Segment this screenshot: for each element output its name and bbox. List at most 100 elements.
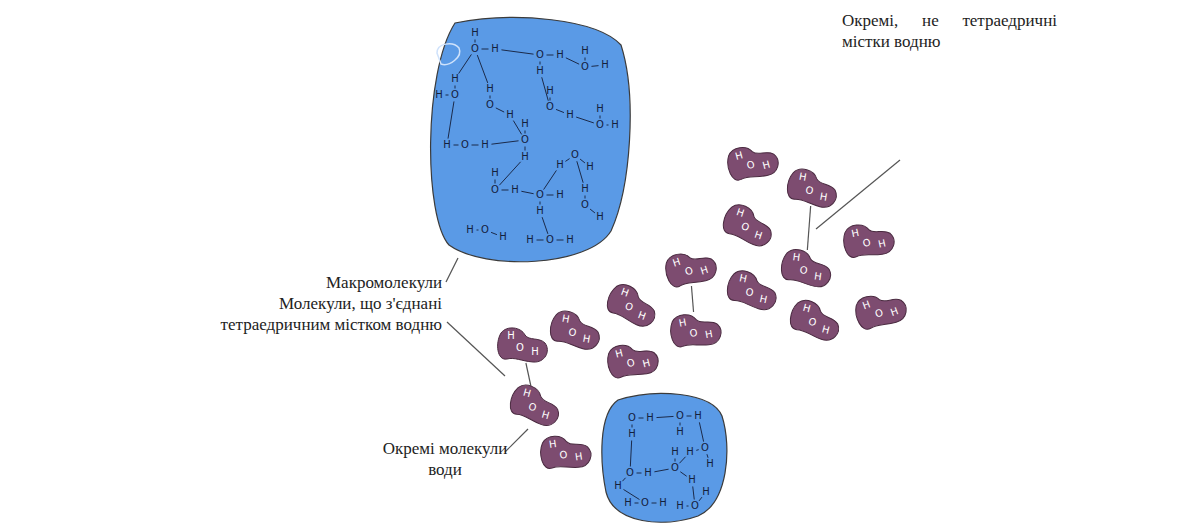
bond-line — [540, 202, 541, 205]
water-molecule: HOH — [495, 325, 549, 365]
atom-symbol: H — [531, 347, 539, 357]
atom-symbol: H — [499, 232, 507, 242]
atom-symbol: O — [516, 343, 524, 353]
atom-symbol: H — [702, 487, 710, 497]
bond-line — [585, 58, 586, 61]
molecule-shape — [724, 139, 781, 185]
caption-label: Окремі, не тетраедричні містки водню — [842, 10, 1057, 52]
molecule-shape — [720, 201, 778, 249]
bond-line — [637, 473, 642, 474]
atom-symbol: O — [536, 50, 544, 60]
atom-symbol: H — [556, 50, 564, 60]
atom-symbol: O — [486, 100, 494, 110]
atom-symbol: H — [676, 501, 684, 511]
atom-symbol: H — [546, 86, 554, 96]
atom-symbol: H — [628, 429, 636, 439]
atom-symbol: H — [624, 498, 632, 508]
bond-line — [501, 50, 533, 54]
atom-symbol: H — [659, 498, 667, 508]
atom-symbol: O — [671, 463, 679, 473]
atom-symbol: O — [862, 238, 872, 249]
atom-symbol: O — [568, 327, 577, 338]
atom-symbol: O — [581, 62, 589, 72]
bond-line — [472, 145, 479, 146]
bond-line — [585, 196, 586, 199]
bond-line — [639, 418, 644, 419]
atom-symbol: H — [644, 468, 652, 478]
atom-symbol: H — [556, 190, 564, 200]
bond-line — [491, 232, 497, 234]
atom-symbol: H — [521, 152, 529, 162]
bond-line — [491, 141, 518, 144]
water-molecule: HOH — [545, 306, 605, 355]
bond-line — [499, 162, 520, 185]
molecule-shape — [787, 297, 844, 343]
bond-line — [654, 469, 668, 472]
atom-symbol: H — [521, 119, 529, 129]
water-molecule: HOH — [721, 265, 782, 315]
atom-symbol: H — [676, 427, 684, 437]
molecule-shape — [548, 309, 603, 351]
atom-symbol: H — [586, 162, 594, 172]
atom-symbol: O — [461, 140, 469, 150]
bond-line — [591, 65, 598, 67]
bond-line — [557, 240, 564, 241]
water-molecule: HOH — [504, 378, 567, 431]
water-molecule: HOH — [782, 164, 842, 213]
bond-line — [656, 416, 673, 417]
bond-line — [513, 121, 521, 135]
bond-line — [576, 117, 594, 123]
atom-symbol: O — [471, 44, 479, 54]
bond-line — [607, 125, 609, 126]
bond-line — [707, 454, 708, 458]
bond-line — [537, 240, 544, 241]
molecule-shape — [662, 244, 720, 292]
atom-symbol: H — [646, 413, 654, 423]
atom-symbol: H — [506, 110, 514, 120]
atom-symbol: O — [546, 235, 554, 245]
bond-line — [525, 131, 526, 134]
hydrogen-bridge — [526, 363, 531, 387]
atom-symbol: O — [701, 443, 709, 453]
atom-symbol: O — [571, 150, 579, 160]
atom-symbol: O — [799, 265, 808, 276]
bond-line — [680, 423, 681, 426]
atom-symbol: H — [611, 120, 619, 130]
bond-line — [477, 230, 479, 231]
bond-line — [475, 40, 476, 43]
bond-line — [521, 191, 533, 193]
molecule-shape — [725, 268, 781, 312]
bond-line — [679, 457, 685, 464]
atom-symbol: H — [688, 475, 696, 485]
bond-line — [632, 425, 633, 428]
bond-line — [448, 101, 454, 138]
atom-symbol: O — [559, 450, 568, 461]
cluster-shape — [602, 393, 727, 522]
atom-symbol: O — [451, 90, 459, 100]
water-molecule: HOH — [721, 136, 784, 189]
atom-symbol: H — [792, 252, 801, 263]
atom-symbol: H — [466, 225, 474, 235]
atom-symbol: O — [805, 185, 814, 196]
bond-line — [496, 108, 504, 112]
atom-symbol: H — [704, 329, 713, 340]
bond-line — [580, 159, 585, 163]
atom-symbol: H — [507, 331, 515, 341]
atom-symbol: O — [596, 120, 604, 130]
bond-line — [454, 145, 459, 146]
leader-line — [447, 322, 505, 376]
atom-symbol: H — [671, 447, 679, 457]
cluster-shape — [431, 18, 631, 262]
atom-symbol: H — [566, 110, 574, 120]
bond-line — [630, 440, 631, 466]
bond-line — [482, 49, 489, 50]
atom-symbol: O — [481, 225, 489, 235]
bond-line — [652, 503, 657, 504]
bond-line — [547, 195, 554, 196]
atom-symbol: H — [556, 160, 564, 170]
atom-symbol: O — [581, 200, 589, 210]
leader-line — [446, 258, 458, 282]
atom-symbol: O — [536, 190, 544, 200]
atom-symbol: H — [511, 185, 519, 195]
bond-line — [687, 416, 692, 417]
